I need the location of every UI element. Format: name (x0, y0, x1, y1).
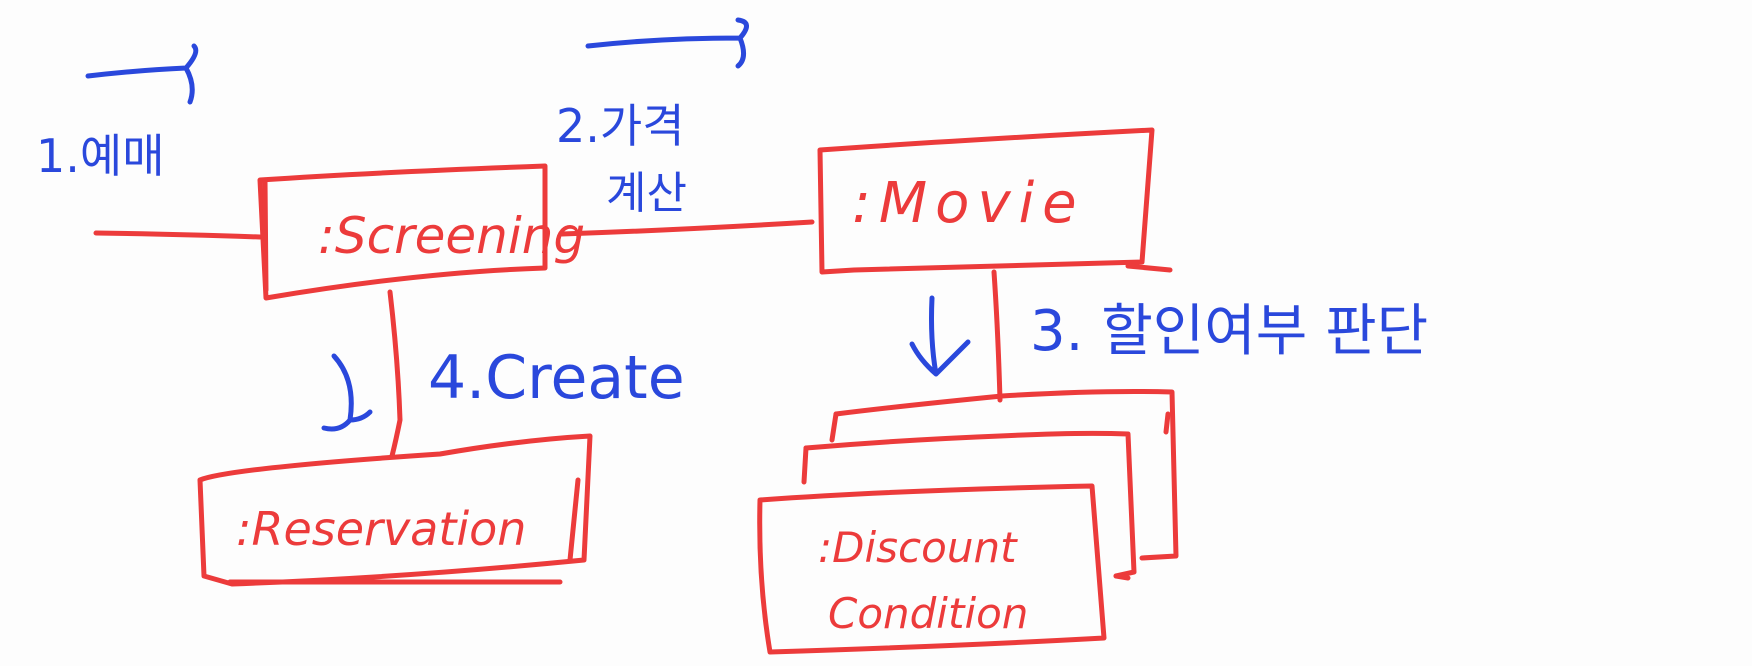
reservation-object: :Reservation (197, 433, 593, 587)
message-3: 3. 할인여부 판단 (909, 295, 1428, 377)
discount-condition-stack: :Discount Condition (757, 389, 1179, 655)
movie-object: :Movie (817, 127, 1173, 275)
movie-label: :Movie (852, 171, 1085, 236)
reservation-label: :Reservation (236, 502, 526, 556)
message-3-label: 3. 할인여부 판단 (1030, 299, 1428, 364)
screening-label: :Screening (318, 207, 585, 265)
message-1-arrow (85, 43, 199, 105)
screening-reservation-link (387, 289, 403, 459)
discount-label-line1: :Discount (818, 523, 1018, 572)
message-2-label-line1: 2.가격 (556, 99, 685, 153)
message-1: 1.예매 (36, 43, 199, 183)
movie-discount-link (991, 269, 1003, 403)
screening-object: :Screening (257, 163, 585, 301)
message-4: 4.Create (321, 343, 685, 432)
discount-front-box (757, 483, 1107, 655)
message-1-label: 1.예매 (36, 129, 165, 183)
message-2: 2.가격 계산 (556, 17, 749, 219)
incoming-link (93, 230, 263, 240)
discount-middle-box (803, 430, 1137, 579)
message-2-label-line2: 계산 (606, 168, 687, 219)
message-3-arrow (909, 295, 971, 377)
discount-label-line2: Condition (828, 589, 1028, 638)
message-4-arrow (321, 353, 373, 432)
discount-back-box (833, 389, 1179, 561)
screening-movie-link (559, 219, 815, 237)
message-4-label: 4.Create (428, 343, 685, 413)
message-2-arrow (585, 17, 749, 69)
